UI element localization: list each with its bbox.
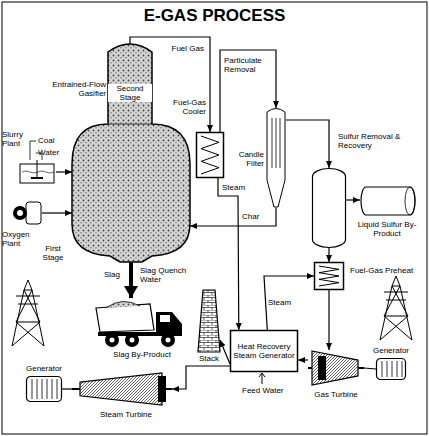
gen-shape <box>26 376 62 402</box>
gt-shape <box>308 350 364 386</box>
tank-shape <box>360 186 416 216</box>
process-line <box>286 120 329 168</box>
process-line <box>346 199 360 200</box>
node-label: Sulfur Removal & Recovery <box>338 132 416 150</box>
node-label: Generator <box>14 364 74 373</box>
oxygen-plant: Oxygen Plant <box>12 200 42 226</box>
stack-shape <box>198 290 220 352</box>
coil-shape <box>314 262 344 290</box>
node-label: Liquid Sulfur By-Product <box>352 220 422 238</box>
steam-turbine: Steam Turbine <box>72 372 172 406</box>
st-shape <box>72 372 172 406</box>
node-label: Gas Turbine <box>300 390 372 399</box>
process-line <box>62 388 72 389</box>
gas-shape <box>72 44 190 262</box>
generator: Generator <box>26 376 62 402</box>
node-label: Heat Recovery Steam Generator <box>230 340 298 362</box>
stream-label: Steam <box>222 183 252 192</box>
process-label: Particulate Removal <box>224 56 272 74</box>
sulfur-removal-vessel: Sulfur Removal & Recovery <box>312 168 346 248</box>
stream-label: Slag Quench Water <box>140 266 196 284</box>
process-line <box>42 212 72 213</box>
truck-shape <box>92 298 184 348</box>
coil-shape <box>196 132 224 178</box>
stack: Stack <box>198 290 220 352</box>
stream-label: Steam <box>268 298 298 307</box>
process-line <box>328 290 329 350</box>
process-line <box>298 359 308 360</box>
node-label: Stack <box>180 354 238 363</box>
label: Coal <box>38 136 68 145</box>
process-line <box>190 208 276 226</box>
generator: Generator <box>376 358 406 380</box>
slurry-plant: Slurry Plant <box>18 160 56 184</box>
stage-label: Second Stage <box>108 84 152 102</box>
process-line <box>172 366 230 389</box>
candle-filter: Candle Filter <box>266 108 286 208</box>
gen-shape <box>376 358 406 380</box>
slag-truck: Slag By-Product <box>92 298 184 348</box>
process-line <box>218 178 239 330</box>
gasifier: Entrained-Flow Gasifier <box>72 44 190 262</box>
feed-water-line <box>259 373 265 384</box>
node-label: Generator <box>362 346 420 355</box>
node-label: Entrained-Flow Gasifier <box>40 80 106 98</box>
fuel-gas-preheat: Fuel-Gas Preheat <box>314 262 344 290</box>
stream-label: Slag <box>104 270 124 279</box>
process-line <box>364 368 376 369</box>
node-label: Steam Turbine <box>86 410 166 419</box>
title: E-GAS PROCESS <box>0 6 429 26</box>
node-label: Slag By-Product <box>100 350 184 359</box>
node-label: Oxygen Plant <box>2 230 38 248</box>
power-tower-right <box>380 276 412 340</box>
oxy-shape <box>12 200 42 226</box>
liquid-sulfur-tank: Liquid Sulfur By-Product <box>360 186 416 216</box>
process-line <box>328 248 329 262</box>
process-line <box>264 276 314 330</box>
stream-label: Fuel Gas <box>156 44 204 53</box>
filter-shape <box>266 108 286 208</box>
slag-flow-arrow <box>129 262 133 298</box>
node-label: Fuel-Gas Cooler <box>158 98 206 116</box>
label: Water <box>38 148 68 157</box>
node-label: Fuel-Gas Preheat <box>350 266 416 275</box>
process-line <box>220 340 230 364</box>
stream-label: Feed Water <box>242 386 286 395</box>
vessel-shape <box>312 168 346 248</box>
power-tower-left <box>12 280 44 346</box>
stream-label: Char <box>242 212 272 221</box>
fuel-gas-cooler: Fuel-Gas Cooler <box>196 132 224 178</box>
slurry-shape <box>18 160 56 184</box>
stage-label: First Stage <box>36 244 70 262</box>
gas-turbine: Gas Turbine <box>308 350 364 386</box>
node-label: Candle Filter <box>228 150 264 168</box>
heat-recovery-steam-generator: Heat Recovery Steam Generator <box>230 330 298 372</box>
process-line <box>56 171 72 172</box>
node-label: Slurry Plant <box>2 130 36 148</box>
